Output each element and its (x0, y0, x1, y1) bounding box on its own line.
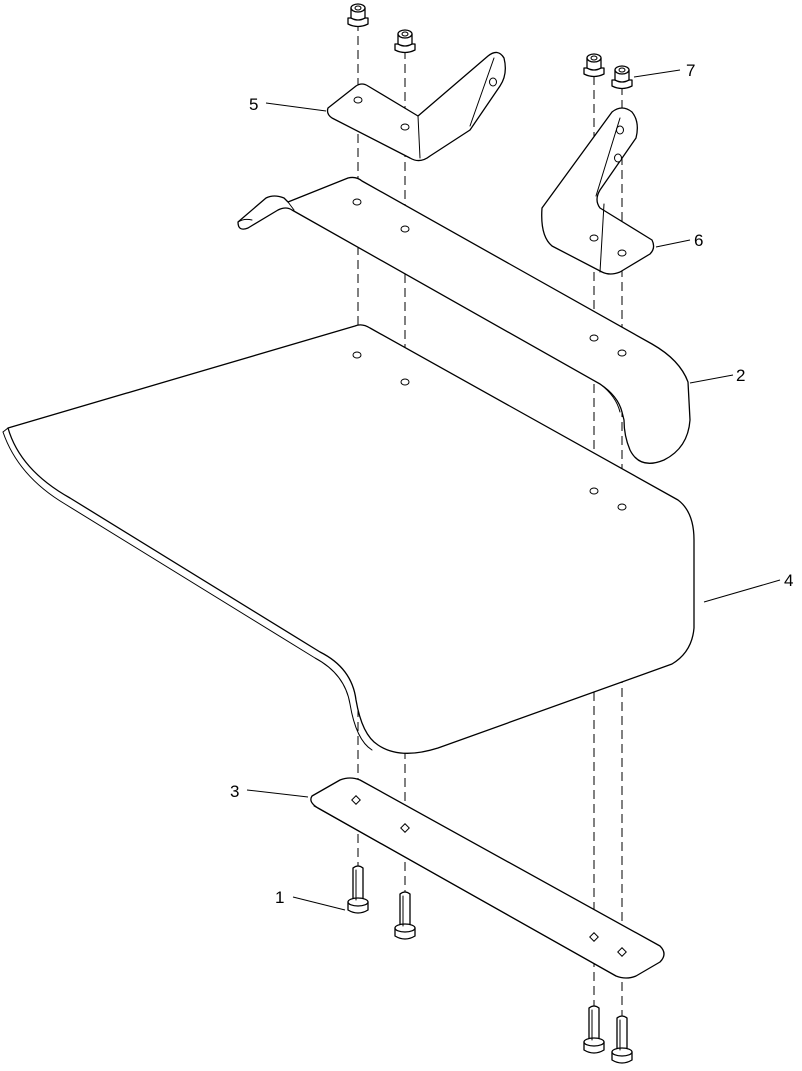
part-5-left-bracket (326, 51, 506, 162)
part-3-lower-strip (310, 777, 665, 979)
part-7-flange-nuts (347, 3, 633, 90)
part-2-upper-strip (237, 176, 691, 464)
leader-3 (246, 789, 309, 798)
flange-nut (583, 53, 605, 78)
flange-nut (394, 29, 416, 54)
leader-5 (265, 102, 327, 112)
leader-1 (292, 896, 346, 911)
flange-nut (611, 65, 633, 90)
part-4-shield-plate (2, 324, 695, 754)
carriage-bolt (347, 865, 369, 914)
callout-1: 1 (275, 888, 284, 907)
callout-4: 4 (784, 571, 793, 590)
callout-6: 6 (694, 231, 703, 250)
callout-labels: 1 2 3 4 5 6 7 (230, 61, 793, 907)
callout-2: 2 (736, 366, 745, 385)
callout-3: 3 (230, 782, 239, 801)
callout-7: 7 (686, 61, 695, 80)
carriage-bolt (611, 1015, 633, 1064)
carriage-bolt (583, 1005, 605, 1054)
leader-2 (689, 374, 734, 384)
part-1-carriage-bolts (347, 865, 633, 1064)
leader-4 (703, 579, 781, 603)
part-6-right-bracket (541, 107, 655, 275)
leader-7 (633, 69, 681, 78)
leader-6 (655, 239, 691, 248)
carriage-bolt (394, 891, 416, 940)
flange-nut (347, 3, 369, 28)
leader-lines (246, 69, 781, 911)
callout-5: 5 (249, 95, 258, 114)
